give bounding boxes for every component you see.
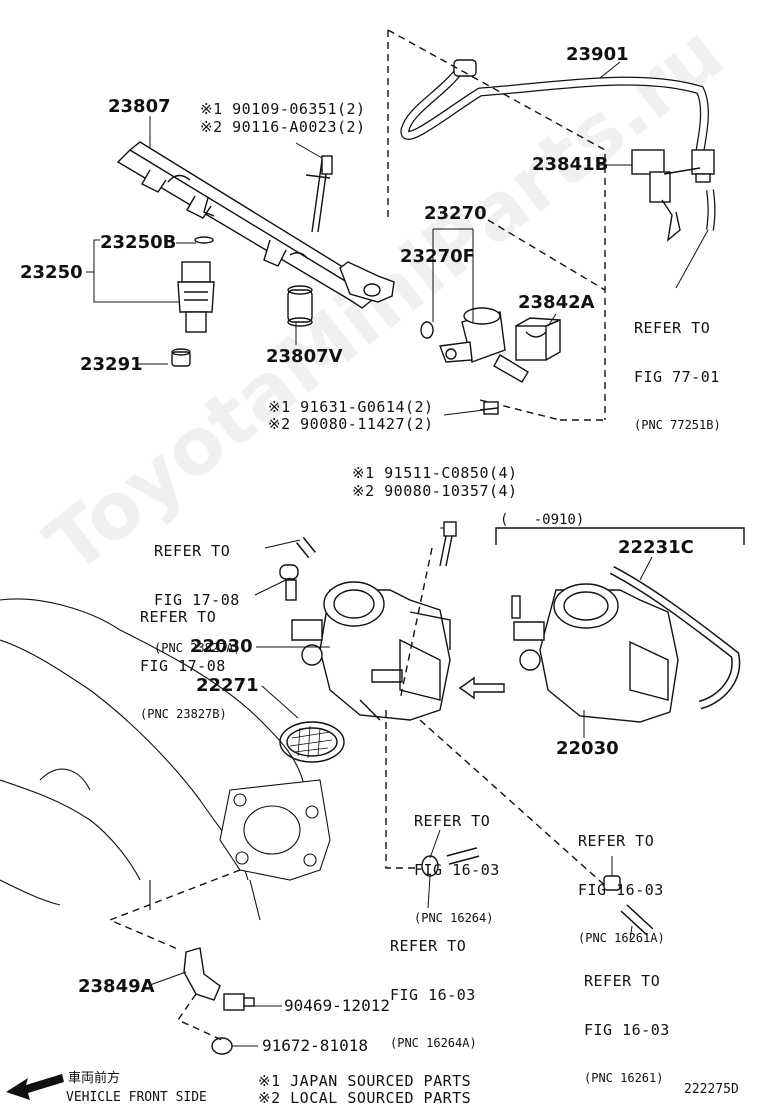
bolt-spec-regulator-1[interactable]: ※1 91631-G0614(2) <box>268 398 434 416</box>
lower-boundary-lines <box>108 547 611 1041</box>
refer-fig: FIG 17-08 <box>140 656 226 675</box>
gasket-drawing <box>279 721 345 763</box>
figure-code: 222275D <box>684 1082 739 1097</box>
vehicle-front-arrow <box>6 1074 64 1100</box>
refer-fig-16-03-16261a[interactable]: REFER TO FIG 16-03 (PNC 16261A) <box>578 800 665 978</box>
refer-fig-16-03-16264[interactable]: REFER TO FIG 16-03 (PNC 16264) <box>414 780 500 958</box>
part-label-23250[interactable]: 23250 <box>20 262 83 283</box>
refer-fig: FIG 16-03 <box>578 880 664 899</box>
part-label-23807[interactable]: 23807 <box>108 96 171 117</box>
refer-line: REFER TO <box>634 318 711 337</box>
note-local-sourced: ※2 LOCAL SOURCED PARTS <box>258 1089 472 1107</box>
part-label-23849a[interactable]: 23849A <box>78 976 155 997</box>
refer-fig-16-03-16261[interactable]: REFER TO FIG 16-03 (PNC 16261) <box>584 940 670 1112</box>
refer-fig: FIG 16-03 <box>414 860 500 879</box>
throttle-body-variant-drawing <box>511 566 741 723</box>
refer-fig: FIG 16-03 <box>584 1020 670 1039</box>
leader-lines <box>86 61 709 1047</box>
sensor-bolt-drawing <box>211 1037 233 1055</box>
part-label-23901[interactable]: 23901 <box>566 44 629 65</box>
part-label-23842a[interactable]: 23842A <box>518 292 595 313</box>
fuel-delivery-pipe-drawing <box>116 141 395 309</box>
fuel-injector-drawing <box>171 236 215 367</box>
intake-manifold-drawing <box>0 598 331 921</box>
part-label-22030-variant[interactable]: 22030 <box>556 738 619 759</box>
refer-pnc: (PNC 23827A) <box>154 641 241 656</box>
part-label-23807v[interactable]: 23807V <box>266 346 343 367</box>
hose-bracket-drawing <box>631 149 701 242</box>
refer-pnc: (PNC 77251B) <box>634 418 721 433</box>
bolt-spec-delivery-2[interactable]: ※2 90116-A0023(2) <box>200 118 366 136</box>
part-label-22271[interactable]: 22271 <box>196 675 259 696</box>
bolt-spec-throttle-2[interactable]: ※2 90080-10357(4) <box>352 482 518 500</box>
refer-fig: FIG 77-01 <box>634 367 720 386</box>
refer-fig-17-08-b[interactable]: REFER TO FIG 17-08 (PNC 23827B) <box>140 576 227 754</box>
part-label-23270[interactable]: 23270 <box>424 203 487 224</box>
refer-pnc: (PNC 16264A) <box>390 1036 477 1051</box>
refer-pnc: (PNC 16264) <box>414 911 494 926</box>
refer-pnc: (PNC 23827B) <box>140 707 227 722</box>
refer-fig-17-08-a[interactable]: REFER TO FIG 17-08 (PNC 23827A) <box>154 510 241 688</box>
refer-line: REFER TO <box>140 607 217 626</box>
part-label-23291[interactable]: 23291 <box>80 354 143 375</box>
refer-fig-77-01[interactable]: REFER TO FIG 77-01 (PNC 77251B) <box>634 287 721 465</box>
refer-line: REFER TO <box>414 811 491 830</box>
part-label-22231c[interactable]: 22231C <box>618 537 694 558</box>
vehicle-front-label-jp: 車両前方 <box>68 1071 121 1086</box>
variant-arrow <box>458 676 505 700</box>
refer-fig: FIG 17-08 <box>154 590 240 609</box>
part-label-23250b[interactable]: 23250B <box>100 232 177 253</box>
delivery-pipe-bolt-drawing <box>305 155 333 233</box>
refer-pnc: (PNC 16261A) <box>578 931 665 946</box>
applicability-bracket <box>495 527 745 545</box>
regulator-bolt-drawing <box>479 401 499 415</box>
part-label-23841b[interactable]: 23841B <box>532 154 609 175</box>
part-label-22030[interactable]: 22030 <box>190 636 253 657</box>
bolt-spec-regulator-2[interactable]: ※2 90080-11427(2) <box>268 415 434 433</box>
note-japan-sourced: ※1 JAPAN SOURCED PARTS <box>258 1072 472 1090</box>
refer-line: REFER TO <box>584 971 661 990</box>
throttle-bolt-drawing <box>439 521 457 567</box>
vehicle-front-label: VEHICLE FRONT SIDE <box>66 1090 207 1105</box>
part-label-90469-12012[interactable]: 90469-12012 <box>284 996 390 1015</box>
part-label-91672-81018[interactable]: 91672-81018 <box>262 1036 368 1055</box>
sensor-bracket-drawing <box>183 947 255 1011</box>
refer-fig: FIG 16-03 <box>390 985 476 1004</box>
refer-line: REFER TO <box>154 541 231 560</box>
bolt-spec-throttle-1[interactable]: ※1 91511-C0850(4) <box>352 464 518 482</box>
insulator-drawing <box>287 285 313 327</box>
part-label-23270f[interactable]: 23270F <box>400 246 475 267</box>
applicability-date-range: ( -0910) <box>500 512 585 528</box>
refer-line: REFER TO <box>578 831 655 850</box>
refer-line: REFER TO <box>390 936 467 955</box>
vacuum-hoses-drawing <box>421 847 654 936</box>
refer-pnc: (PNC 16261) <box>584 1071 664 1086</box>
bolt-spec-delivery-1[interactable]: ※1 90109-06351(2) <box>200 100 366 118</box>
throttle-body-drawing <box>279 536 451 721</box>
pressure-regulator-drawing <box>420 307 561 383</box>
refer-fig-16-03-16264a[interactable]: REFER TO FIG 16-03 (PNC 16264A) <box>390 905 477 1083</box>
